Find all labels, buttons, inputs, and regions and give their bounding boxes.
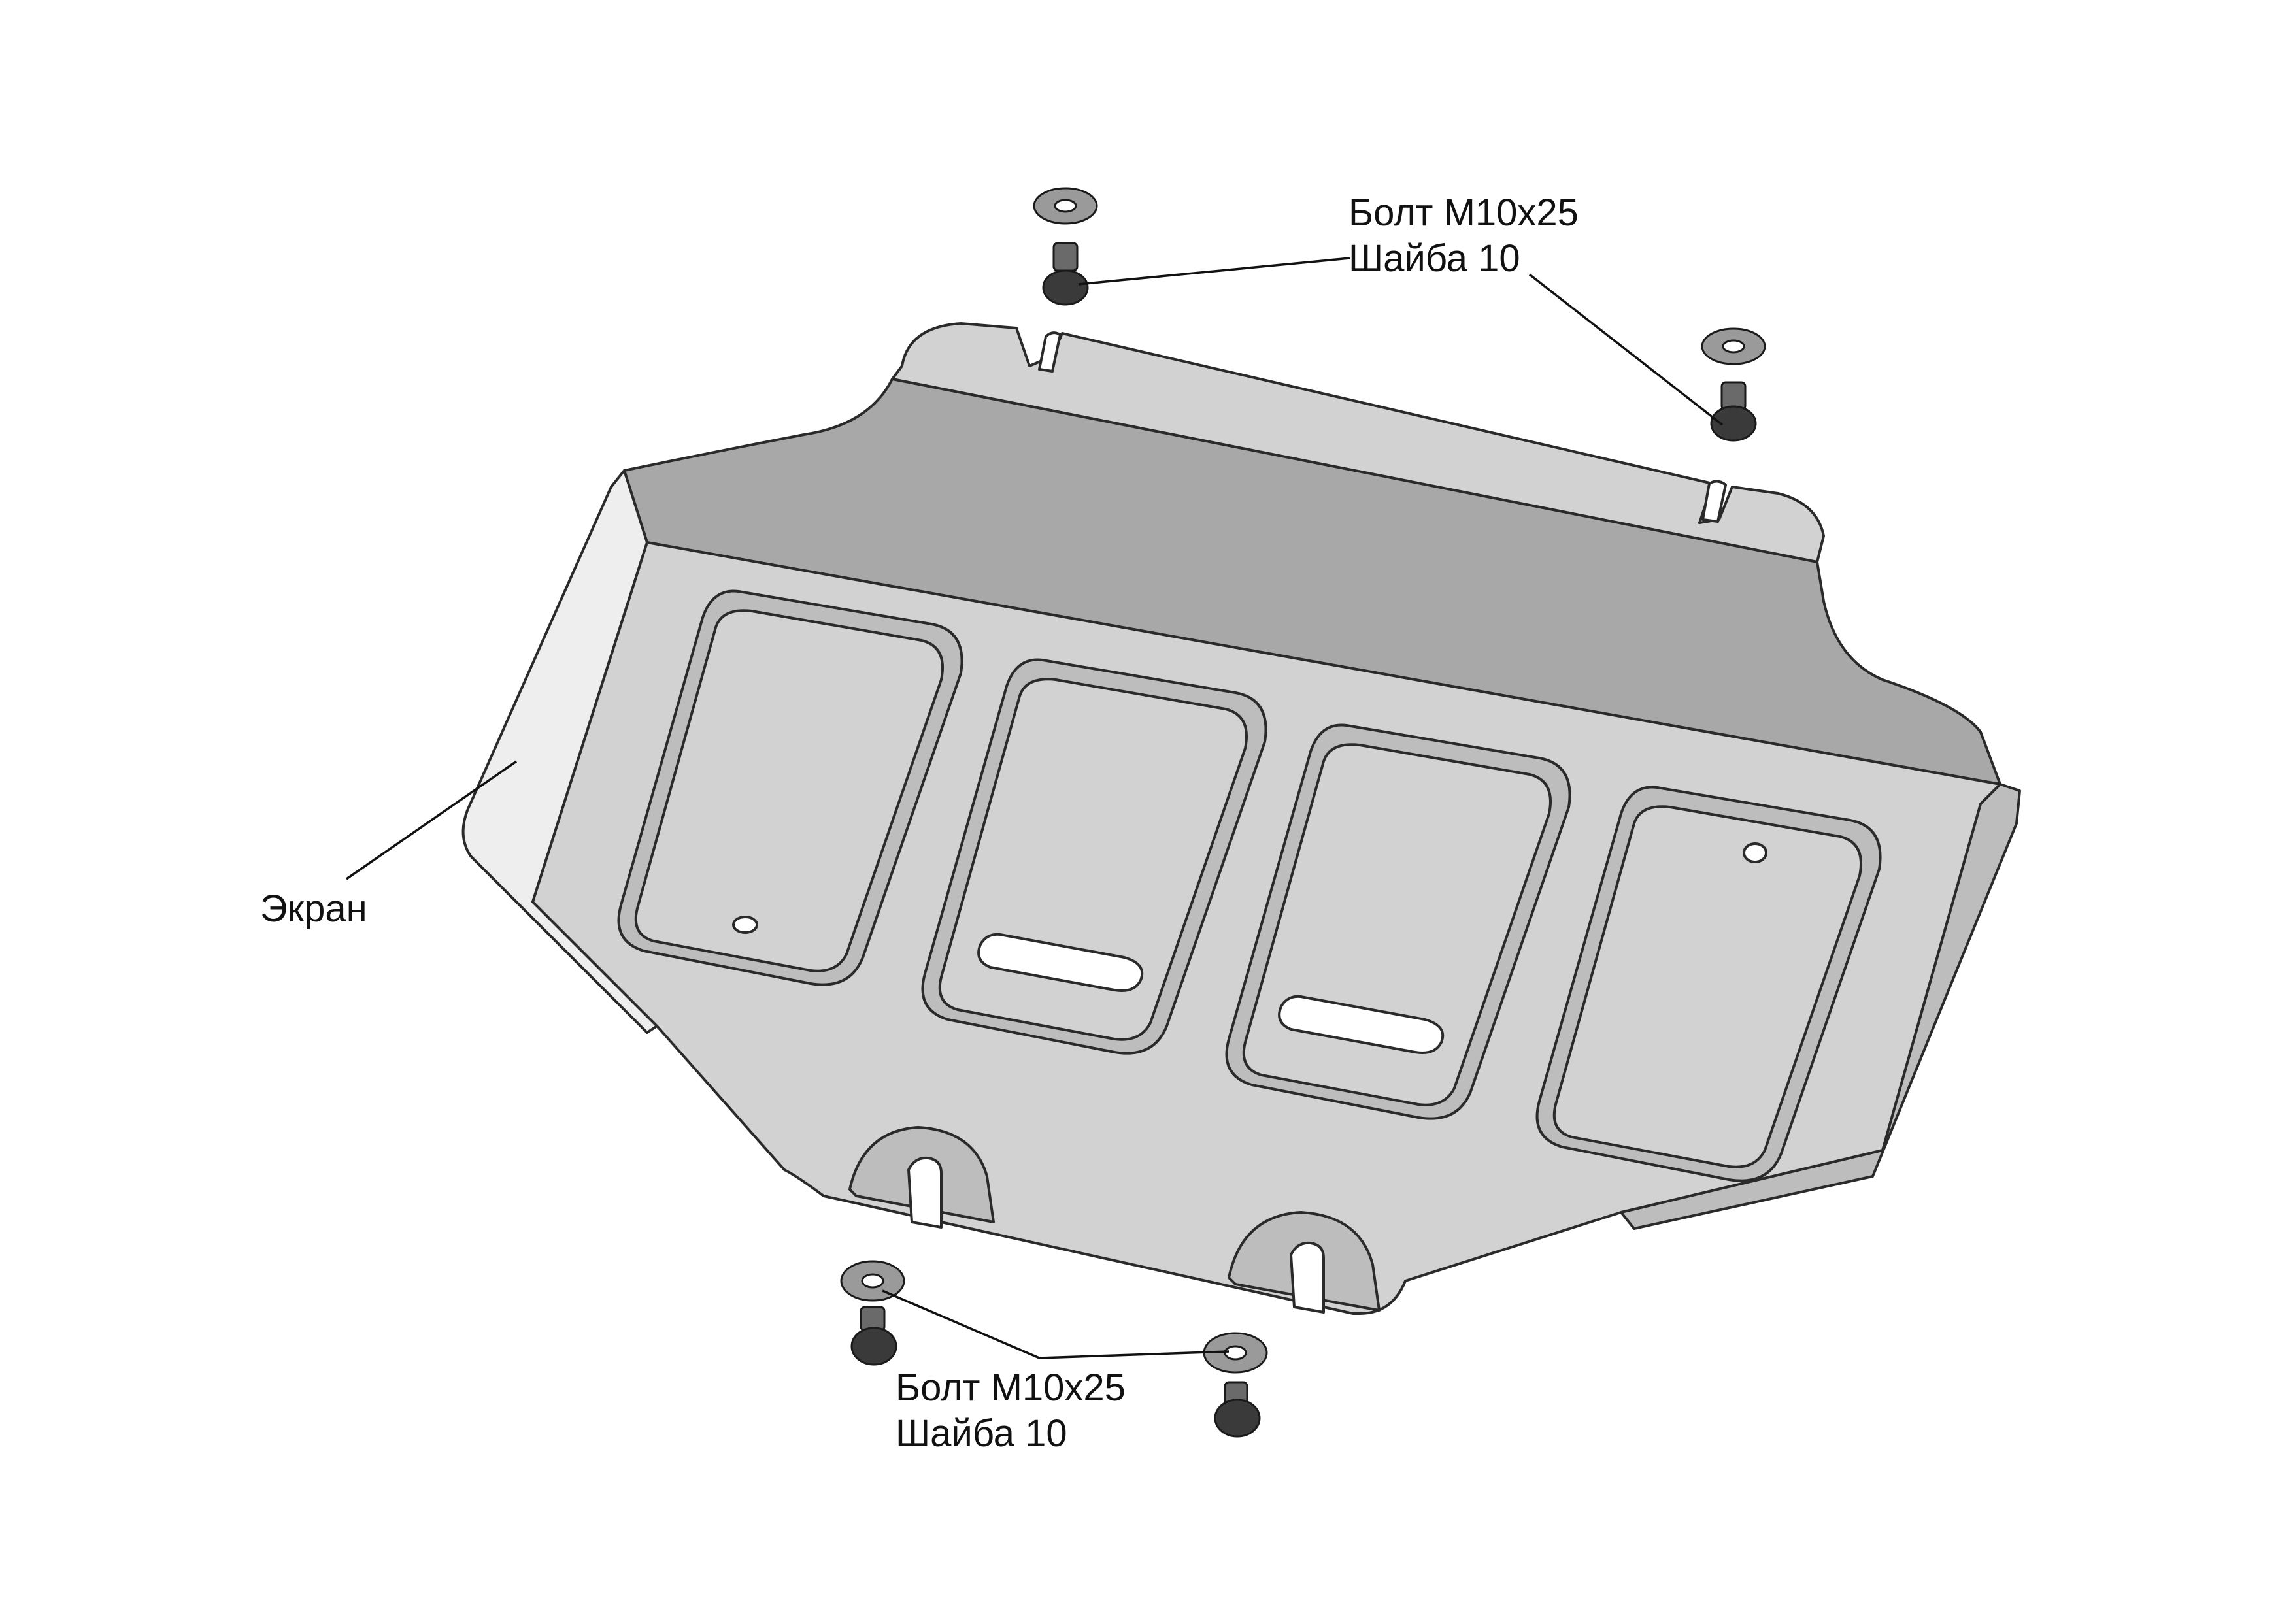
label-top-washer: Шайба 10 [1348,237,1520,280]
washer-hole-icon [861,1273,884,1289]
recess-panel-4-hole [1743,842,1767,863]
recess-panel-1-inner [634,609,944,972]
label-bottom-bolt: Болт М10х25 [895,1367,1126,1409]
fastener-top-right [1701,327,1766,442]
washer-hole-icon [1054,199,1077,213]
top-slot-left [1038,331,1062,373]
leader-top-left [1078,257,1350,286]
washer-hole-icon [1224,1345,1247,1361]
leader-screen [346,760,517,880]
recess-panel-3-slot [1278,995,1445,1054]
bolt-head-icon [1710,405,1757,442]
label-screen: Экран [260,887,367,930]
top-slot-right [1701,480,1727,523]
fastener-top-left [1033,187,1098,306]
bolt-head-icon [1214,1399,1261,1438]
bolt-shank-icon [1052,242,1079,272]
fastener-bottom-right [1203,1332,1268,1438]
leader-top-right [1528,273,1724,426]
washer-hole-icon [1722,339,1745,354]
bottom-tab-right-slot [1290,1241,1325,1314]
label-bottom-washer: Шайба 10 [895,1412,1067,1455]
recess-panels [617,589,1882,1182]
fastener-bottom-left [840,1260,905,1366]
recess-panel-4-inner [1552,805,1862,1168]
leader-lines [346,257,1724,1359]
upper-slope-face [623,378,2001,786]
bolt-head-icon [1042,269,1089,306]
leader-bottom-washers [882,1289,1230,1359]
bolt-head-icon [850,1327,897,1366]
label-top-bolt: Болт М10х25 [1348,191,1579,234]
recess-panel-1-hole [732,916,758,934]
bottom-tab-left-slot [907,1156,943,1229]
recess-panel-2-slot [977,933,1144,992]
